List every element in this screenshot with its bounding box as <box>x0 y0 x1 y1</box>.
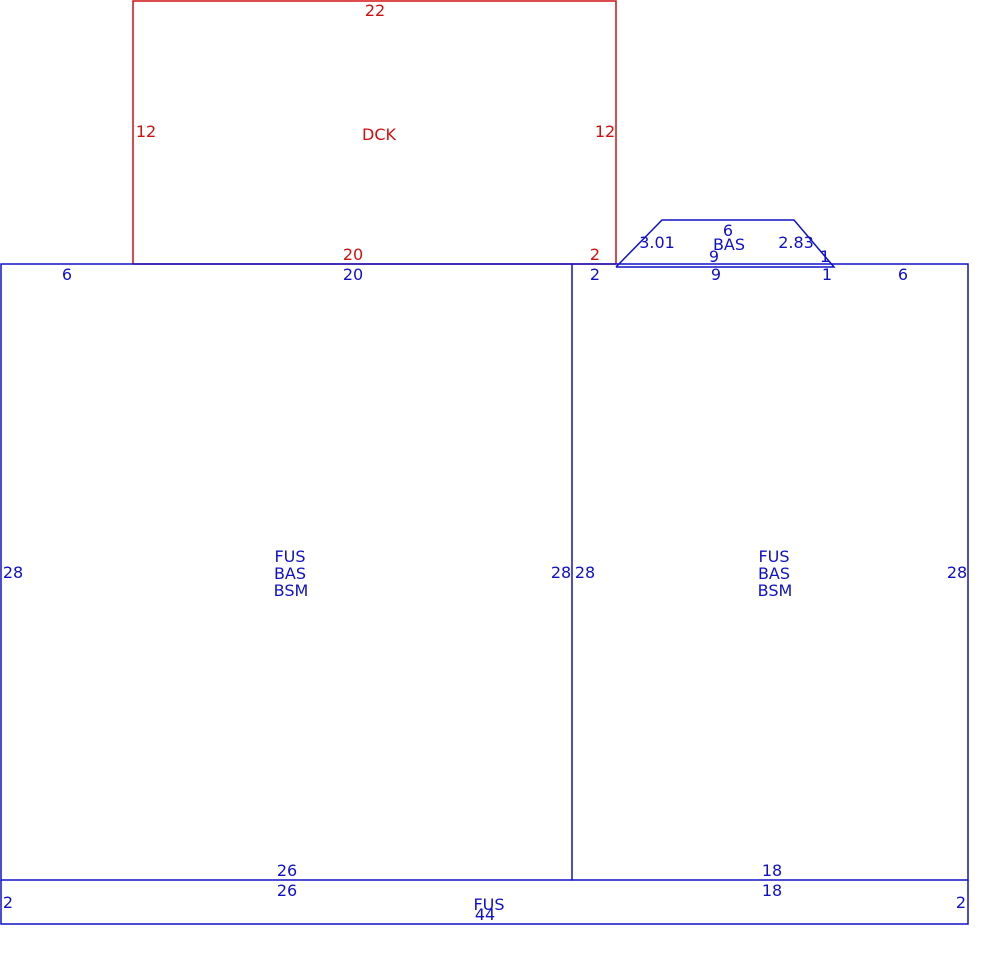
right-top-dimension: 9 <box>711 265 721 284</box>
footer-name-label: FUS <box>473 895 504 914</box>
bay-left-dimension: 3.01 <box>639 233 675 252</box>
bay-top-dimension: 6 <box>723 221 733 240</box>
deck-bottom-right-dimension: 2 <box>590 245 600 264</box>
right-section-label-1: FUS <box>758 547 789 566</box>
deck-right-dimension: 12 <box>595 122 615 141</box>
building-area <box>0 219 969 925</box>
deck-bottom-dimension: 20 <box>343 245 363 264</box>
right-left-dimension: 28 <box>575 563 595 582</box>
left-left-dimension: 28 <box>3 563 23 582</box>
left-section-label-2: BAS <box>274 564 306 583</box>
right-section-label-3: BSM <box>758 581 793 600</box>
left-top-dimension: 20 <box>343 265 363 284</box>
footer-top-right-dimension: 18 <box>762 881 782 900</box>
bay-outline <box>615 219 836 268</box>
left-top-left-dimension: 6 <box>62 265 72 284</box>
footer-top-left-dimension: 26 <box>277 881 297 900</box>
left-section-label-1: FUS <box>274 547 305 566</box>
bay-right-dimension: 2.83 <box>778 233 814 252</box>
left-section-label-3: BSM <box>274 581 309 600</box>
deck-name-label: DCK <box>362 125 396 144</box>
footer-left-dimension: 2 <box>3 893 13 912</box>
bay-right-small-dimension: 1 <box>820 247 830 266</box>
footer-right-dimension: 2 <box>956 893 966 912</box>
right-bottom-dimension: 18 <box>762 861 782 880</box>
footer-strip-outline <box>0 880 969 925</box>
right-top-step-dimension: 1 <box>822 265 832 284</box>
right-section-label-2: BAS <box>758 564 790 583</box>
right-top-right-dimension: 6 <box>898 265 908 284</box>
deck-outline <box>132 0 617 264</box>
deck-left-dimension: 12 <box>136 122 156 141</box>
right-section-outline <box>572 263 969 881</box>
left-right-dimension: 28 <box>551 563 571 582</box>
right-right-dimension: 28 <box>947 563 967 582</box>
bay-bottom-dimension: 9 <box>709 247 719 266</box>
left-bottom-dimension: 26 <box>277 861 297 880</box>
deck-top-dimension: 22 <box>365 1 385 20</box>
left-section-outline <box>0 263 573 881</box>
right-top-left-dimension: 2 <box>590 265 600 284</box>
bay-name-label: BAS <box>713 235 745 254</box>
footer-bottom-dimension: 44 <box>475 905 495 924</box>
